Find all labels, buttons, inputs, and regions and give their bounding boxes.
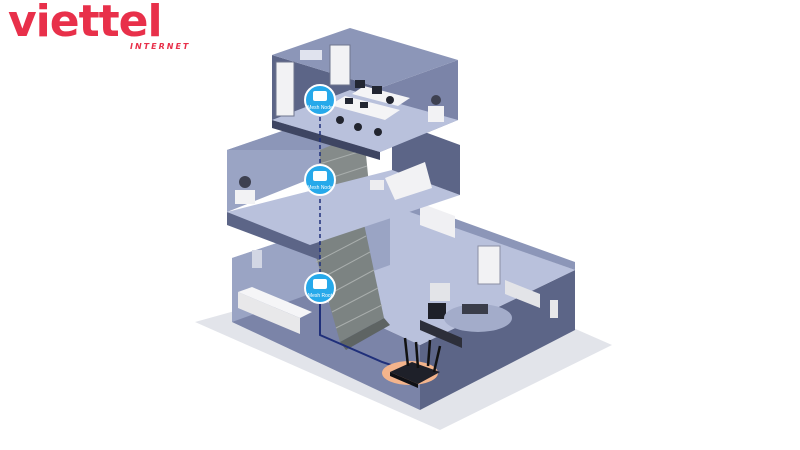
- mesh-node-root: Mesh Root: [304, 272, 336, 304]
- wifi-access-point-icon: [313, 171, 327, 181]
- brand-tagline: INTERNET: [130, 42, 191, 51]
- mesh-node-label: Mesh Node: [307, 185, 333, 191]
- mesh-node-label: Mesh Node: [307, 105, 333, 111]
- router-icon: [382, 337, 442, 388]
- middle-floor: [227, 118, 460, 260]
- mesh-node-middle: Mesh Node: [304, 164, 336, 196]
- wifi-access-point-icon: [313, 91, 327, 101]
- brand-wordmark: viettel: [8, 0, 163, 47]
- mesh-root-label: Mesh Root: [308, 293, 333, 299]
- brand-logo: viettel INTERNET: [8, 0, 208, 54]
- wifi-access-point-icon: [313, 279, 327, 289]
- mesh-node-top: Mesh Node: [304, 84, 336, 116]
